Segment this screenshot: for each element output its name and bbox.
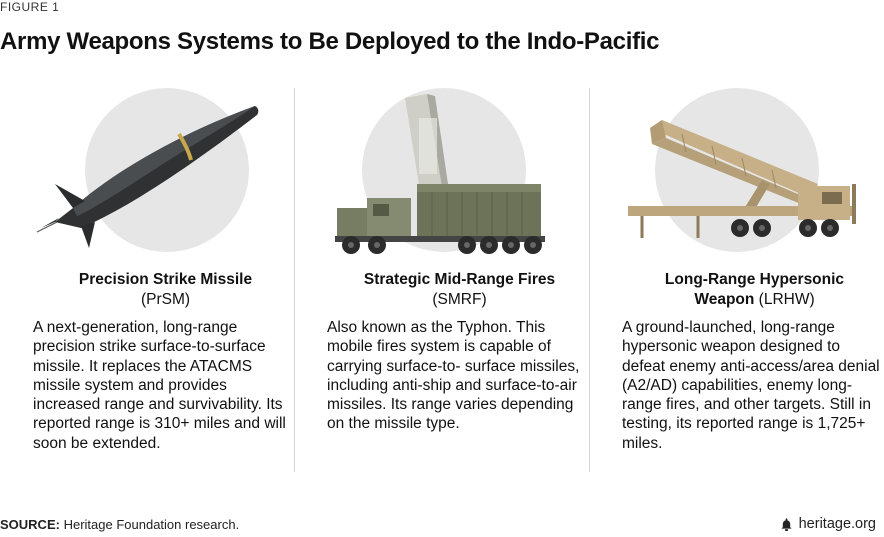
figure-title: Army Weapons Systems to Be Deployed to t… [0,28,660,55]
launcher-truck-icon [335,88,545,254]
column-divider [294,88,295,472]
source-text: Heritage Foundation research. [63,517,240,532]
brand-mark: heritage.org [780,516,876,532]
missile-illustration [33,88,298,256]
bell-icon [781,517,792,531]
item-description: Also known as the Typhon. This mobile fi… [327,319,580,433]
item-column-smrf: Strategic Mid-Range Fires (SMRF) Also kn… [327,88,592,434]
item-description: A ground-launched, long-range hypersonic… [622,319,880,452]
hypersonic-launcher-illustration [622,88,884,256]
item-name-text: Precision Strike Missile [78,271,253,288]
item-name: Precision Strike Missile [33,270,298,290]
item-abbreviation: (LRHW) [758,291,815,308]
brand-text: heritage.org [798,516,876,532]
figure-label: FIGURE 1 [0,0,60,14]
source-note: SOURCE: Heritage Foundation research. [0,517,239,532]
item-abbreviation: (SMRF) [432,291,487,308]
item-name-line1: Long-Range Hypersonic [664,271,845,288]
item-column-prsm: Precision Strike Missile (PrSM) A next-g… [33,88,298,453]
source-label: SOURCE: [0,517,60,532]
item-abbreviation: (PrSM) [140,291,191,308]
item-name: Strategic Mid-Range Fires [327,270,592,290]
item-name-text: Strategic Mid-Range Fires [363,271,556,288]
column-divider [589,88,590,472]
launcher-truck-illustration [327,88,592,256]
item-description: A next-generation, long-range precision … [33,319,286,452]
hypersonic-launcher-icon [628,88,856,252]
missile-icon [36,88,259,252]
item-name-line2: Weapon [694,291,755,308]
